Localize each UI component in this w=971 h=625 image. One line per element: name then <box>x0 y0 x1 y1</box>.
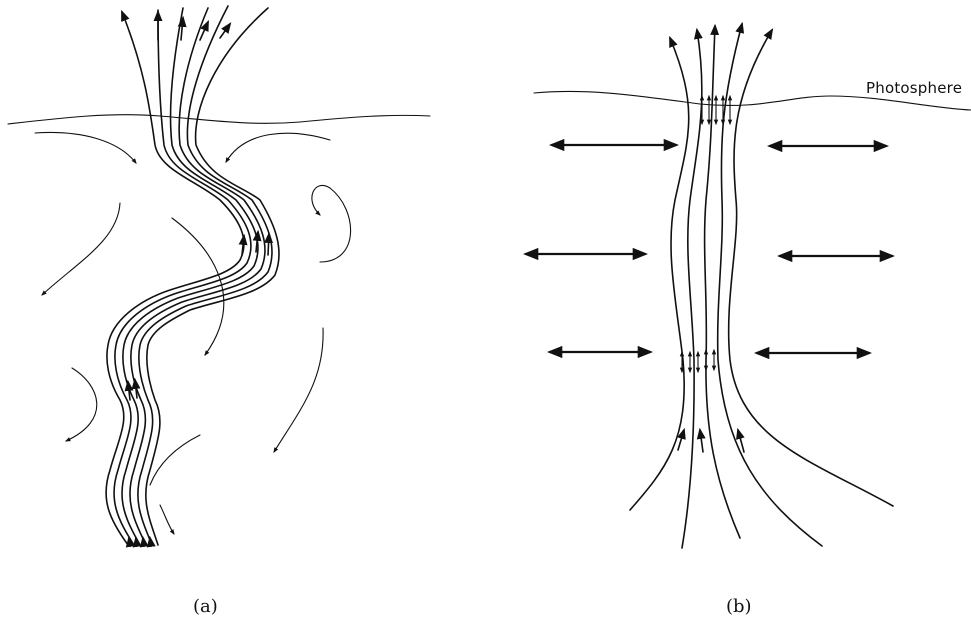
arrow-stroke <box>160 505 174 534</box>
panel-b-flow-arrows <box>526 145 892 353</box>
flux-line <box>138 6 272 545</box>
arrow-stroke <box>129 538 130 545</box>
arrow-stroke <box>700 430 703 452</box>
arrow-stroke <box>150 538 151 545</box>
flow-arrow <box>42 203 120 295</box>
panel-b-flux-tube <box>630 24 893 548</box>
flux-line <box>729 30 893 506</box>
flow-arrow <box>66 368 97 441</box>
panel-a-surface-line <box>8 115 430 124</box>
flow-arrow <box>312 185 351 262</box>
arrow-stroke <box>143 538 144 545</box>
arrow-stroke <box>135 380 137 398</box>
panel-a <box>8 6 430 545</box>
arrow-stroke <box>128 382 130 400</box>
panel-b-caption: (b) <box>726 596 752 617</box>
arrow-stroke <box>220 24 230 38</box>
flow-arrow <box>274 328 323 452</box>
flux-line <box>682 30 702 548</box>
arrow-stroke <box>136 538 137 545</box>
flow-arrow <box>226 133 330 162</box>
flux-line <box>130 8 265 545</box>
arrow-stroke <box>268 234 269 255</box>
photosphere-label: Photosphere <box>866 79 962 97</box>
flux-line <box>122 8 258 545</box>
flux-line <box>630 38 689 510</box>
flow-arrow <box>35 132 136 163</box>
panel-a-caption: (a) <box>193 596 218 617</box>
panel-b <box>526 24 971 548</box>
flux-line <box>705 26 740 538</box>
panel-a-flux-tube <box>106 6 279 545</box>
